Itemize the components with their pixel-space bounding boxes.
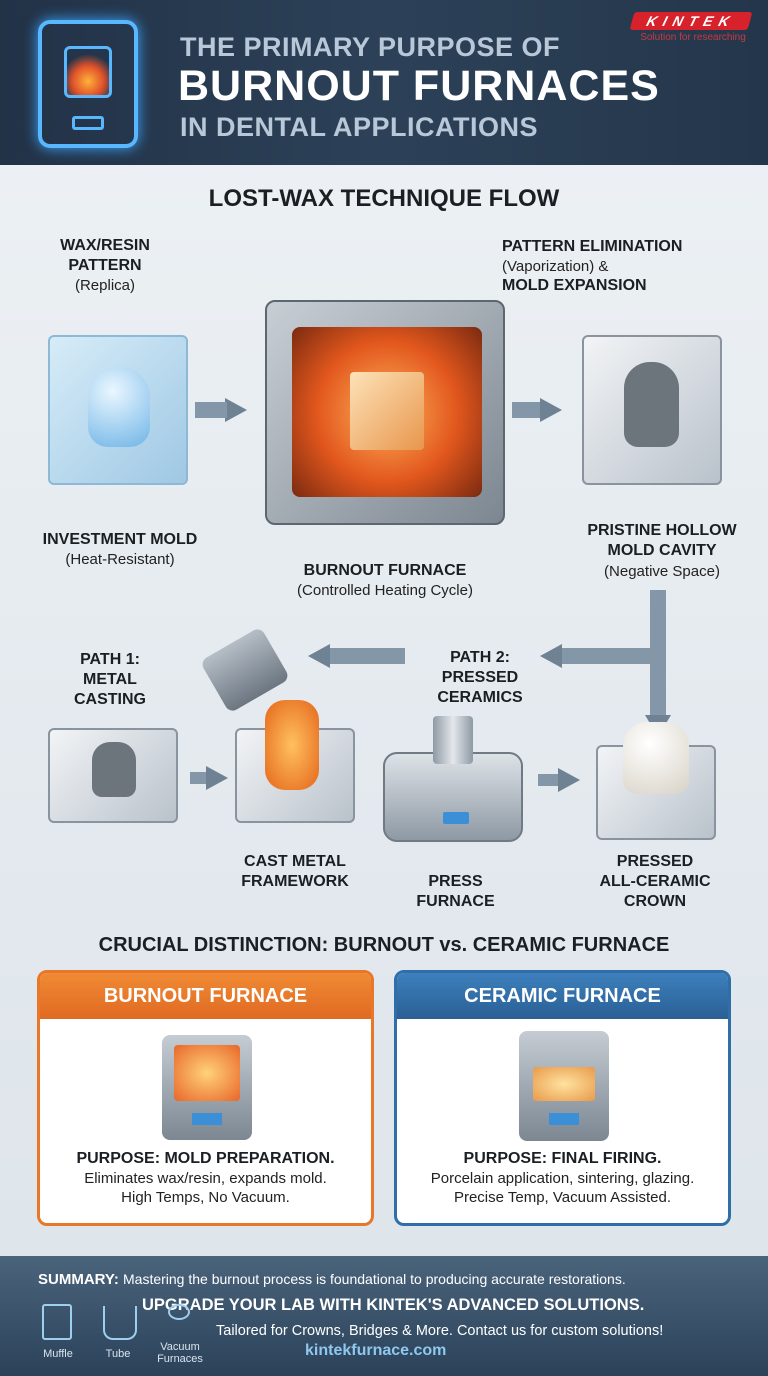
upgrade-text: UPGRADE YOUR LAB WITH KINTEK'S ADVANCED … <box>142 1296 645 1314</box>
distinction-title: CRUCIAL DISTINCTION: BURNOUT vs. CERAMIC… <box>98 934 670 956</box>
icon-label-muffle: Muffle <box>43 1348 73 1360</box>
title-line-2: BURNOUT FURNACES <box>178 62 660 110</box>
icon-label-vacuum: Vacuum Furnaces <box>157 1341 203 1365</box>
elim-title: PATTERN ELIMINATION <box>502 238 683 255</box>
muffle-furnace-icon <box>42 1304 72 1340</box>
ceramic-furnace-icon <box>519 1031 609 1141</box>
hollow-mold-image <box>582 335 722 485</box>
arrow-left-icon <box>308 644 330 668</box>
ceramic-card-header: CERAMIC FURNACE <box>397 973 728 1019</box>
burnout-line1: Eliminates wax/resin, expands mold. <box>84 1170 327 1187</box>
elim-sub: (Vaporization) & <box>502 258 609 275</box>
arrow-right-icon <box>540 398 562 422</box>
kintek-logo: KINTEK <box>629 12 753 30</box>
header: THE PRIMARY PURPOSE OF BURNOUT FURNACES … <box>0 0 768 165</box>
burnout-purpose: PURPOSE: MOLD PREPARATION. <box>76 1150 335 1167</box>
furnace-flame-icon <box>38 20 138 148</box>
ceramic-purpose: PURPOSE: FINAL FIRING. <box>463 1150 662 1167</box>
mold-sub: (Heat-Resistant) <box>65 551 175 568</box>
arrow-left-icon <box>540 644 562 668</box>
title-line-3: IN DENTAL APPLICATIONS <box>180 112 539 142</box>
title-line-1: THE PRIMARY PURPOSE OF <box>180 32 561 62</box>
burnout-card: BURNOUT FURNACE PURPOSE: MOLD PREPARATIO… <box>37 970 374 1226</box>
ceramic-crown-image <box>596 722 716 840</box>
press-label: PRESS FURNACE <box>416 873 495 910</box>
elim-title-2: MOLD EXPANSION <box>502 277 647 294</box>
tailored-text: Tailored for Crowns, Bridges & More. Con… <box>216 1323 664 1339</box>
ceramic-line1: Porcelain application, sintering, glazin… <box>430 1170 695 1187</box>
furnace-title: BURNOUT FURNACE <box>303 562 467 579</box>
cavity-sub: (Negative Space) <box>604 563 720 580</box>
ceramic-card: CERAMIC FURNACE PURPOSE: FINAL FIRING. P… <box>394 970 731 1226</box>
burnout-card-header: BURNOUT FURNACE <box>40 973 371 1019</box>
summary: SUMMARY: Mastering the burnout process i… <box>38 1271 626 1288</box>
investment-mold-image <box>48 335 188 485</box>
cast-metal-image <box>235 700 355 823</box>
burnout-furnace-icon <box>162 1035 252 1140</box>
footer: SUMMARY: Mastering the burnout process i… <box>0 1256 768 1376</box>
vacuum-furnace-icon <box>168 1304 190 1320</box>
burnout-line2: High Temps, No Vacuum. <box>121 1189 290 1206</box>
ceramic-line2: Precise Temp, Vacuum Assisted. <box>453 1189 672 1206</box>
press-furnace-image <box>383 716 523 842</box>
wax-sub: (Replica) <box>74 277 135 294</box>
arrow-right-icon <box>206 766 228 790</box>
icon-label-tube: Tube <box>105 1348 131 1360</box>
empty-mold-image <box>48 728 178 823</box>
logo-tagline: Solution for researching <box>640 32 746 43</box>
website-link[interactable]: kintekfurnace.com <box>305 1342 447 1359</box>
flow-title: LOST-WAX TECHNIQUE FLOW <box>208 185 560 212</box>
mold-title: INVESTMENT MOLD <box>42 531 198 548</box>
tooth-icon <box>88 367 150 447</box>
arrow-right-icon <box>225 398 247 422</box>
burnout-furnace-image <box>265 300 505 525</box>
furnace-sub: (Controlled Heating Cycle) <box>297 582 473 599</box>
arrow-right-icon <box>558 768 580 792</box>
tube-furnace-icon <box>103 1306 137 1340</box>
